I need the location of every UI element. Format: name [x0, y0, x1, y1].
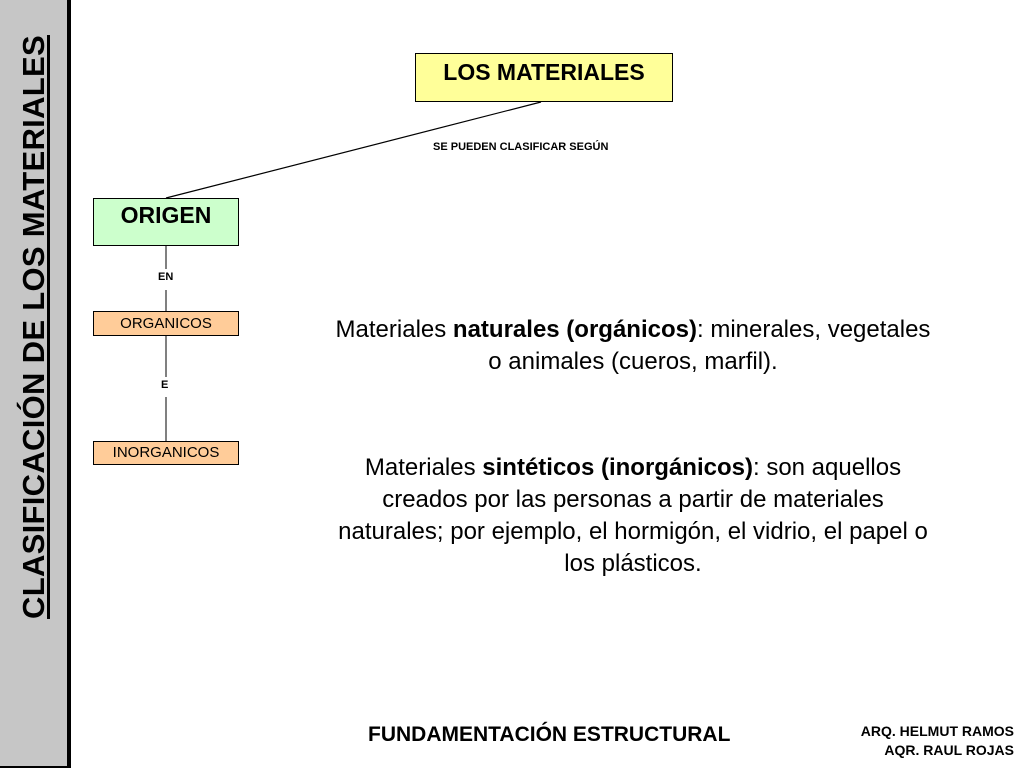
paragraph1-prefix: Materiales [335, 316, 453, 343]
root-node-box: LOS MATERIALES [415, 53, 673, 102]
and-label: E [161, 379, 169, 391]
synthetic-materials-paragraph: Materiales sintéticos (inorgánicos): son… [333, 452, 933, 580]
author-1: ARQ. HELMUT RAMOS [860, 723, 1014, 739]
inorganic-node-box: INORGANICOS [93, 441, 239, 465]
footer-title: FUNDAMENTACIÓN ESTRUCTURAL [368, 723, 731, 746]
paragraph2-bold-term: sintéticos (inorgánicos) [482, 454, 753, 481]
en-label: EN [158, 271, 174, 283]
criterion-label: SE PUEDEN CLASIFICAR SEGÚN [433, 141, 609, 153]
authors-block: ARQ. HELMUT RAMOS AQR. RAUL ROJAS [861, 722, 1014, 760]
root-to-origin-connector [165, 101, 542, 199]
paragraph2-suffix: : son aquellos creados por las personas … [338, 454, 928, 577]
sidebar-panel: CLASIFICACIÓN DE LOS MATERIALES [0, 0, 71, 768]
organic-node-box: ORGANICOS [93, 311, 239, 336]
author-2: AQR. RAUL ROJAS [884, 742, 1014, 758]
natural-materials-paragraph: Materiales naturales (orgánicos): minera… [333, 314, 933, 378]
paragraph2-prefix: Materiales [364, 454, 483, 481]
paragraph1-bold-term: naturales (orgánicos) [452, 316, 697, 343]
paragraph1-suffix: : minerales, vegetales o animales (cuero… [488, 316, 931, 375]
origin-node-box: ORIGEN [93, 198, 239, 246]
